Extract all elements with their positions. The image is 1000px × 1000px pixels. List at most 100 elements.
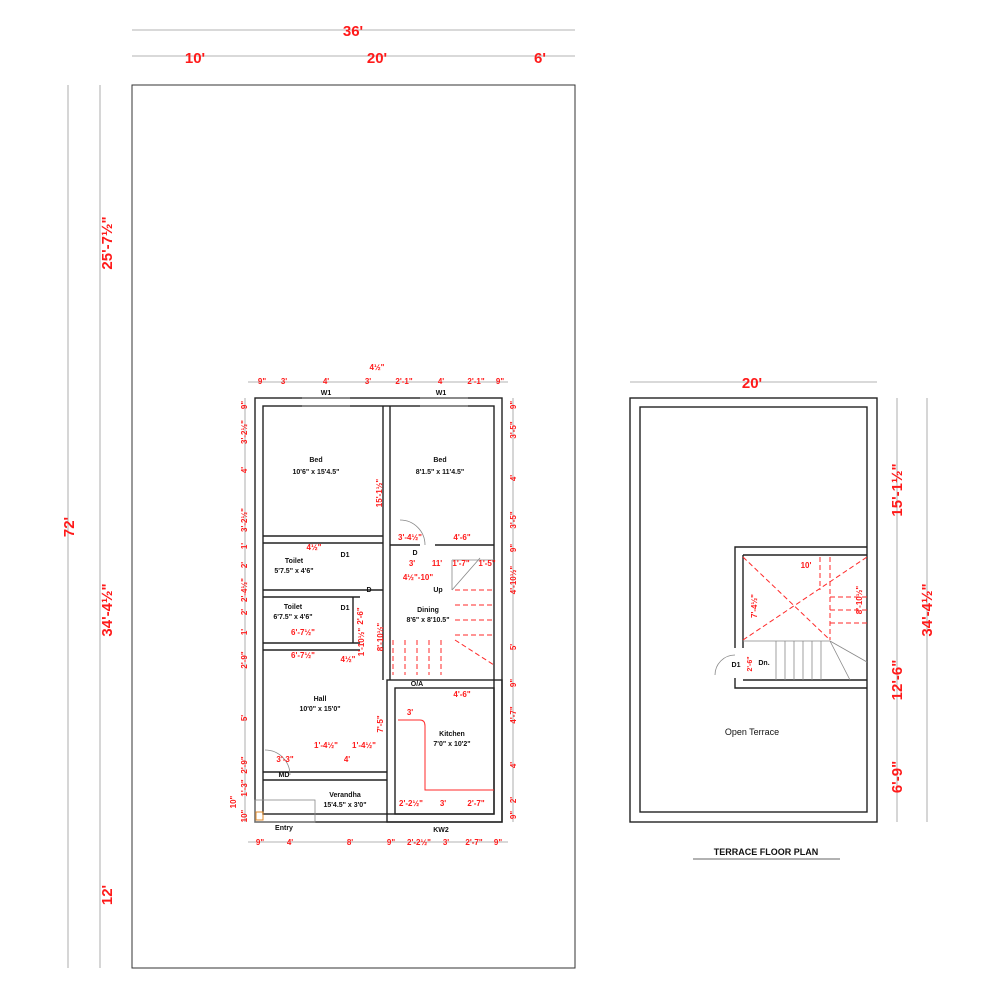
dimension-label: 1'-5" <box>478 559 495 568</box>
dimension-label: 2' <box>240 609 249 615</box>
left-dim-2: 34'-4½" <box>99 583 116 636</box>
dimension-label: 15'-1½" <box>375 479 384 508</box>
room-name: Bed <box>433 457 446 464</box>
room-name: Toilet <box>284 604 303 611</box>
dimension-label: 11' <box>432 559 442 568</box>
overall-length-dim: 72' <box>61 517 78 537</box>
opening-tags: W1 W1 D1 D1 D D Up O/A MD Entry KW2 <box>275 390 449 834</box>
dimension-label: 2' <box>509 797 518 803</box>
dimension-label: 4'-6" <box>453 690 470 699</box>
dimension-label: 2'-9" <box>240 651 249 668</box>
dimension-label: 8' <box>347 838 353 847</box>
terrace-dimension-label: 8'-10½" <box>855 586 864 615</box>
dimension-label: 1' <box>240 543 249 549</box>
dimension-label: 5' <box>240 715 249 721</box>
open-terrace-label: Open Terrace <box>725 727 779 737</box>
dimension-label: 3'-3" <box>276 755 293 764</box>
dimension-label: 2'-9" <box>240 756 249 773</box>
terrace-dimension-label: 20' <box>742 375 762 392</box>
dimension-label: 3' <box>365 377 371 386</box>
stair-down-tag: Dn. <box>758 660 769 667</box>
room-size: 10'6" x 15'4.5" <box>293 469 340 476</box>
dimension-label: 10" <box>229 795 238 808</box>
terrace-dimensions: 20'15'-1½"12'-6"6'-9"34'-4½"10'7'-4½"8'-… <box>742 375 936 793</box>
room-size: 5'7.5" x 4'6" <box>274 568 313 575</box>
dimension-label: 4' <box>240 467 249 473</box>
dimension-label: 3'-2½" <box>240 420 249 444</box>
terrace-dimension-label: 10' <box>801 561 812 570</box>
terrace-dimension-label: 7'-4½" <box>750 594 759 618</box>
dimension-label: 9" <box>509 679 518 687</box>
dimension-label: 1'-3" <box>240 779 249 796</box>
terrace-dimension-label: 6'-9" <box>889 761 906 793</box>
dimension-label: 5' <box>509 644 518 650</box>
dimension-label: 9" <box>496 377 504 386</box>
dimension-label: 4' <box>287 838 293 847</box>
dimension-label: 10" <box>240 809 249 822</box>
dimension-label: 3' <box>281 377 287 386</box>
dimension-label: 4'-10½" <box>509 566 518 595</box>
dimension-label: 4' <box>438 377 444 386</box>
room-size: 15'4.5" x 3'0" <box>323 802 366 809</box>
dimension-label: 2'-4½" <box>240 578 249 602</box>
overall-dimension-lines <box>67 29 928 968</box>
left-dim-1: 25'-7½" <box>99 216 116 269</box>
dimension-label: 1'-10½" <box>357 628 366 657</box>
room-labels: Bed 10'6" x 15'4.5" Bed 8'1.5" x 11'4.5"… <box>273 457 470 809</box>
dimension-label: 2'-1" <box>395 377 412 386</box>
room-size: 7'0" x 10'2" <box>433 741 470 748</box>
terrace-door-tag: D1 <box>732 662 741 669</box>
dimension-label: 1'-4½" <box>352 741 376 750</box>
dimension-label: 1'-4½" <box>314 741 338 750</box>
terrace-dimension-label: 12'-6" <box>889 660 906 701</box>
dimension-label: 6'-7½" <box>291 651 315 660</box>
plot-boundary <box>131 84 576 969</box>
dimension-label: 2'-6" <box>356 607 365 624</box>
dimension-label: 9" <box>494 838 502 847</box>
dimension-label: 7'-5" <box>376 715 385 732</box>
dimension-label: 2' <box>240 562 249 568</box>
terrace-dimension-label: 34'-4½" <box>919 583 936 636</box>
top-dim-3: 6' <box>534 50 546 67</box>
main-door-tag: MD <box>279 772 290 779</box>
room-name: Verandha <box>329 792 361 799</box>
window-tag: W1 <box>321 390 332 397</box>
dimension-label: 4' <box>509 762 518 768</box>
dimension-label: 9" <box>256 838 264 847</box>
terrace-dimension-label: 2'-6" <box>747 656 754 671</box>
ground-floor-staircase <box>392 557 495 791</box>
door-tag: D1 <box>341 552 350 559</box>
dimension-label: 9" <box>509 401 518 409</box>
dimension-label: 8'-10½" <box>376 623 385 652</box>
room-size: 10'0" x 15'0" <box>299 706 340 713</box>
dimension-label: 2'-7" <box>465 838 482 847</box>
room-size: 6'7.5" x 4'6" <box>273 614 312 621</box>
overall-width-dim: 36' <box>343 23 363 40</box>
top-dim-1: 10' <box>185 50 205 67</box>
left-dim-3: 12' <box>99 885 116 905</box>
room-name: Dining <box>417 607 439 614</box>
room-size: 8'6" x 8'10.5" <box>406 617 449 624</box>
window-tag: W1 <box>436 390 447 397</box>
dimension-label: 4'-7" <box>509 706 518 723</box>
terrace-plan <box>629 397 878 823</box>
dimension-label: 9" <box>509 811 518 819</box>
dimension-label: 6'-7½" <box>291 628 315 637</box>
dimension-label: 4' <box>323 377 329 386</box>
dimension-label: 4' <box>344 755 350 764</box>
room-size: 8'1.5" x 11'4.5" <box>416 469 465 476</box>
stair-up-tag: Up <box>433 587 442 594</box>
door-tag: D1 <box>341 605 350 612</box>
dimension-label: 1'-7" <box>452 559 469 568</box>
door-tag: D <box>412 550 417 557</box>
room-name: Hall <box>314 696 327 703</box>
dimension-label: 4'-6" <box>453 533 470 542</box>
dimension-label: 3'-5" <box>509 421 518 438</box>
dimension-label: 4½" <box>341 655 356 664</box>
dimension-label: 3' <box>407 708 413 717</box>
terrace-title: TERRACE FLOOR PLAN <box>714 847 819 857</box>
dimension-label: 3' <box>409 559 415 568</box>
dimension-label: 2'-7" <box>467 799 484 808</box>
dimension-label: 9" <box>387 838 395 847</box>
